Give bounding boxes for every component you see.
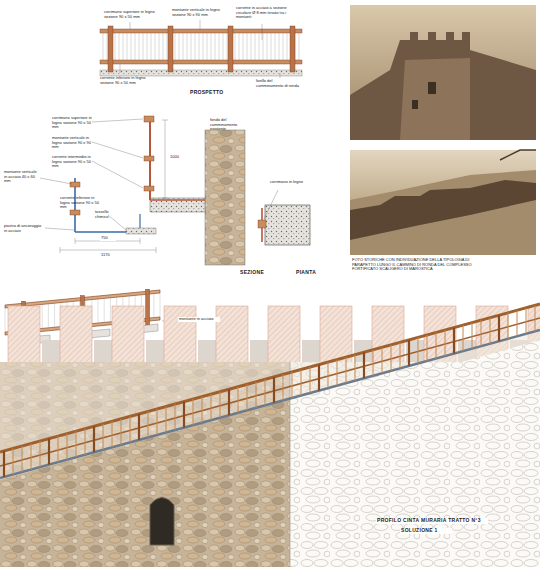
part-label: corrente intermedio in legno sezione 90 … [52, 155, 92, 169]
part-label: FOTO STORICHE CON INDIVIDUAZIONE DELLA T… [352, 258, 478, 272]
dimension: 1000 [169, 155, 185, 160]
view-heading: PROFILO CINTA MURARIA TRATTO N°3 [376, 518, 488, 524]
part-label: montante in acciaio [178, 317, 220, 322]
part-label: corrente inferiore in legno sezione 90 x… [100, 76, 150, 85]
part-label: livello del camminamento di ronda [256, 79, 300, 88]
part-label: montante verticale in legno sezione 90 x… [52, 136, 92, 150]
part-label: corrimano superiore in legno sezione 90 … [52, 116, 92, 130]
part-label: corrente inferiore in legno sezione 90 x… [60, 196, 102, 210]
part-label: corrimano in legno [270, 180, 310, 185]
part-label: montante verticale in acciaio 40 x 60 mm [4, 170, 40, 184]
view-heading: PROSPETTO [190, 90, 230, 96]
part-label: fondo del camminamento esistente [210, 118, 250, 132]
part-label: tassello chimico [95, 210, 117, 219]
part-label: corrente in acciaio a sezione circolare … [236, 6, 298, 20]
view-heading: SOLUZIONE 1 [400, 528, 452, 534]
view-heading: PIANTA [296, 270, 326, 276]
dimension: 1170 [100, 253, 118, 258]
dimension: 750 [100, 236, 116, 241]
part-label: piastra di ancoraggio in acciaio [4, 224, 44, 233]
part-label: montante verticale in legno sezione 90 x… [172, 8, 226, 17]
part-label: corrimano superiore in legno sezione 90 … [104, 10, 156, 19]
view-heading: SEZIONE [240, 270, 274, 276]
